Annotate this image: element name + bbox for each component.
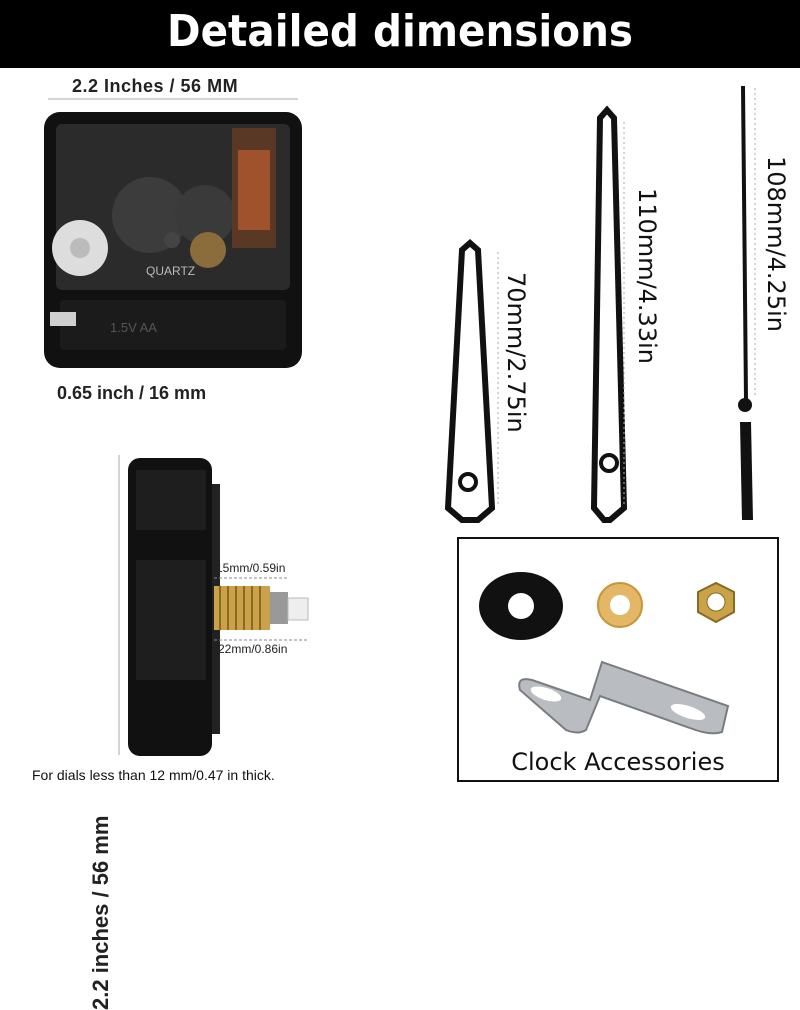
- product-illustration: 1.5V AA QUARTZ: [44, 85, 756, 756]
- second-hand-length: 108mm/4.25in: [762, 156, 790, 332]
- hanger-bracket: [518, 660, 730, 735]
- accessories-items: [479, 572, 735, 735]
- accessories-box: [457, 537, 779, 782]
- movement-side: [118, 455, 309, 756]
- minute-hand: [590, 105, 628, 523]
- gear-icon: [190, 232, 226, 268]
- page-title: Detailed dimensions: [166, 6, 633, 57]
- dial-thickness-note: For dials less than 12 mm/0.47 in thick.: [32, 767, 275, 783]
- shaft-thread-length: 15mm/0.59in: [216, 561, 286, 575]
- minute-hand-length: 110mm/4.33in: [633, 188, 661, 364]
- depth-dimension: 0.65 inch / 16 mm: [57, 383, 207, 403]
- battery-marking: 1.5V AA: [110, 320, 157, 335]
- hour-hand-length: 70mm/2.75in: [502, 272, 530, 433]
- hour-hand: [444, 239, 499, 523]
- accessories-label: Clock Accessories: [511, 748, 725, 776]
- second-hand: [738, 85, 756, 520]
- brand-marking: QUARTZ: [146, 264, 195, 278]
- width-dimension: 2.2 Inches / 56 MM: [72, 76, 239, 96]
- threaded-shaft: [214, 586, 270, 630]
- movement-front: 1.5V AA QUARTZ: [44, 112, 302, 368]
- title-banner: [0, 0, 800, 68]
- shaft-total-length: 22mm/0.86in: [218, 642, 288, 656]
- height-dimension: 2.2 inches / 56 mm: [88, 815, 113, 1010]
- battery-compartment: [60, 300, 286, 350]
